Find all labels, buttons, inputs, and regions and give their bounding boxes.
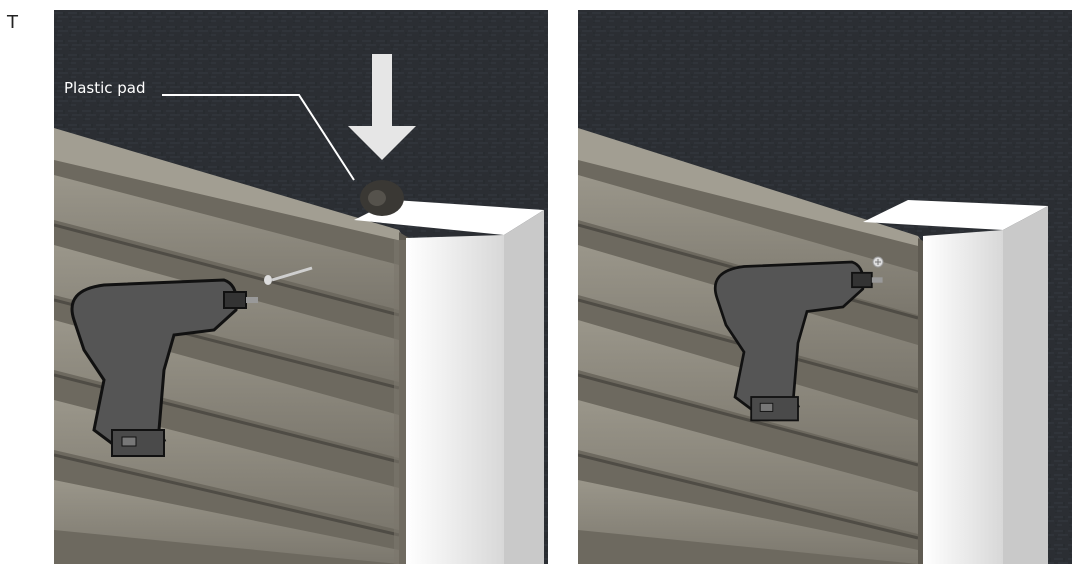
assembly-step-after xyxy=(578,10,1072,564)
plastic-pad-icon xyxy=(360,180,404,216)
fence-post xyxy=(354,200,544,564)
fence-post xyxy=(863,200,1048,564)
plastic-pad-label: Plastic pad xyxy=(64,79,146,97)
assembly-step-before: Plastic pad xyxy=(54,10,548,564)
cordless-drill-icon xyxy=(713,260,883,422)
step-marker: T xyxy=(7,12,18,33)
down-arrow-icon xyxy=(348,54,416,160)
screw-head-icon xyxy=(872,256,884,268)
callout-leader xyxy=(162,94,355,181)
cordless-drill-icon xyxy=(70,278,258,457)
screw-icon xyxy=(264,266,313,285)
